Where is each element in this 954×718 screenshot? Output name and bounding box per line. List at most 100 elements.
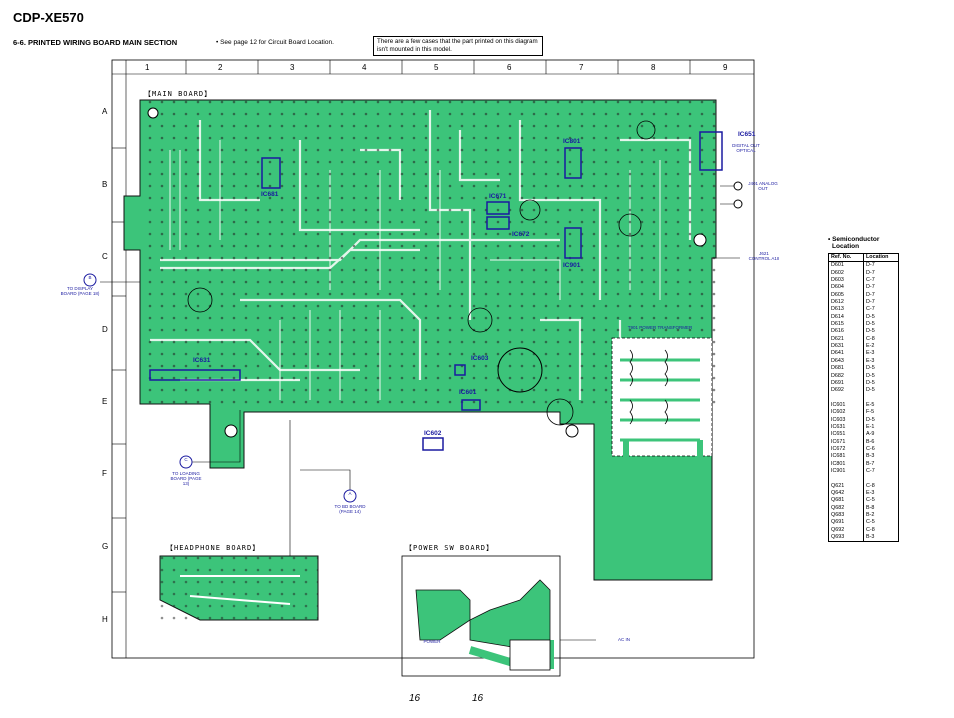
location-cell: C-7 — [863, 467, 899, 476]
grid-col-1: 1 — [145, 63, 150, 72]
ic631-label: IC631 — [193, 357, 211, 364]
grid-col-5: 5 — [434, 63, 439, 72]
ref-no-cell: D605 — [828, 291, 864, 300]
location-cell: C-7 — [863, 277, 899, 285]
connector-c-label: C — [184, 457, 188, 462]
mounting-note-box: There are a few cases that the part prin… — [373, 36, 543, 56]
ref-no-cell: D601 — [828, 261, 864, 270]
location-cell: E-3 — [863, 350, 899, 358]
ic651-label: IC651 — [738, 131, 756, 138]
headphone-board-label: 【HEADPHONE BOARD】 — [166, 543, 261, 553]
ref-no-cell: D621 — [828, 335, 864, 344]
ref-no-cell: IC681 — [828, 453, 864, 461]
ic601-label: IC601 — [459, 389, 477, 396]
ref-no-cell: IC651 — [828, 431, 864, 439]
grid-col-7: 7 — [579, 63, 584, 72]
location-cell: B-3 — [863, 534, 899, 543]
page-number-left: 16 — [409, 693, 421, 704]
ic681-label: IC681 — [261, 191, 279, 198]
location-cell: D-7 — [863, 284, 899, 292]
ref-no-cell — [828, 394, 864, 402]
ref-no-cell — [828, 475, 864, 483]
power-sw-board-label: 【POWER SW BOARD】 — [405, 543, 495, 553]
location-cell: C-7 — [863, 306, 899, 314]
model-title: CDP-XE570 — [13, 10, 84, 25]
grid-row-a: A — [102, 107, 108, 116]
ref-no-cell: D682 — [828, 372, 864, 380]
location-cell: B-3 — [863, 453, 899, 461]
ref-no-cell: D681 — [828, 365, 864, 373]
ref-no-cell: Q693 — [828, 534, 864, 543]
ref-no-cell: IC671 — [828, 438, 864, 446]
control-a1-label: J621 CONTROL A1II — [748, 251, 780, 261]
connector-b-text: TO DISPLAY BOARD (PAGE 18) — [60, 286, 100, 296]
ref-no-cell: D631 — [828, 343, 864, 351]
location-cell: D-5 — [863, 313, 899, 322]
ic602-label: IC602 — [424, 430, 442, 437]
ic603-label: IC603 — [471, 355, 489, 362]
ref-no-cell: Q681 — [828, 497, 864, 505]
location-cell: E-2 — [863, 343, 899, 351]
grid-row-h: H — [102, 615, 108, 624]
location-cell: D-5 — [863, 372, 899, 380]
connector-c-text: TO LOADING BOARD (PAGE 13) — [170, 471, 202, 486]
connector-b-label: B — [88, 275, 92, 280]
power-switch-label: POWER — [423, 639, 441, 644]
table-row — [828, 394, 899, 402]
power-transformer-label: T901 POWER TRANSFORMER — [627, 325, 693, 330]
ref-no-cell: IC901 — [828, 467, 864, 476]
ref-no-cell: IC672 — [828, 445, 864, 454]
location-cell: C-8 — [863, 335, 899, 344]
location-cell: A-9 — [863, 431, 899, 439]
location-cell: D-5 — [863, 365, 899, 373]
main-board-label: 【MAIN BOARD】 — [144, 89, 213, 99]
table-row — [828, 475, 899, 483]
ref-no-cell: IC602 — [828, 409, 864, 417]
location-cell: D-7 — [863, 299, 899, 307]
ref-no-cell: D692 — [828, 387, 864, 395]
ref-no-cell: IC801 — [828, 460, 864, 468]
grid-col-6: 6 — [507, 63, 512, 72]
ic801-label: IC801 — [563, 138, 581, 145]
location-cell: E-3 — [863, 490, 899, 498]
see-page-note: • See page 12 for Circuit Board Location… — [216, 39, 334, 46]
location-cell: E-1 — [863, 423, 899, 432]
ref-no-cell: D603 — [828, 277, 864, 285]
page-number-right: 16 — [472, 693, 484, 704]
location-cell: C-5 — [863, 497, 899, 505]
location-cell: D-5 — [863, 379, 899, 388]
ref-no-cell: IC603 — [828, 416, 864, 424]
location-cell: D-7 — [863, 261, 899, 270]
ic901-label: IC901 — [563, 262, 581, 269]
location-cell: D-5 — [863, 328, 899, 336]
location-cell: D-7 — [863, 269, 899, 278]
analog-out-label: J401 ANALOG OUT — [748, 181, 778, 191]
location-cell — [863, 475, 899, 483]
semiconductor-subheading: Location — [832, 243, 860, 251]
ref-no-cell: D615 — [828, 321, 864, 329]
